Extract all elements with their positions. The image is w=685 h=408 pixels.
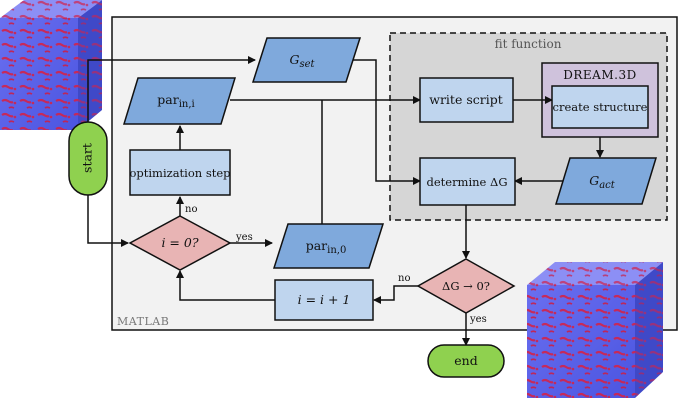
determine-node (419, 157, 516, 206)
decision-dg-node (416, 258, 516, 314)
decision-dg-label: ΔG → 0? (442, 279, 490, 293)
matlab-label: MATLAB (117, 315, 169, 328)
decision-i-node (128, 215, 232, 271)
edge-start-to-gset (87, 56, 256, 122)
edge-label-yes: yes (469, 314, 487, 325)
optimization-step-label: optimization step (129, 166, 230, 180)
g-act-node (554, 157, 658, 205)
edge-start-to-decision-i (87, 195, 129, 247)
par-in-i-label: parin,i (157, 92, 194, 110)
write-script-node (419, 77, 514, 123)
end-label: end (454, 353, 477, 368)
fit-function-label: fit function (495, 37, 562, 51)
edge-increment-to-decision-i (176, 270, 275, 301)
determine-label: determine ΔG (426, 175, 507, 189)
increment-label: i = i + 1 (298, 292, 351, 307)
edge-label-no: no (185, 204, 197, 215)
g-set-node (251, 37, 362, 83)
decision-i-label: i = 0? (161, 235, 198, 250)
edge-decision-dg-to-increment (373, 285, 418, 304)
par-in-0-node (272, 223, 385, 269)
create-structure-label: create structure (553, 100, 648, 114)
edge-label-no: no (398, 273, 410, 284)
edge-label-yes: yes (235, 232, 253, 243)
g-set-label: Gset (289, 52, 315, 70)
edge-gset-to-determine (348, 59, 421, 185)
dream3d-label: DREAM.3D (563, 68, 636, 82)
optimization-step-node (129, 149, 231, 196)
write-script-label: write script (429, 92, 502, 107)
start-node (68, 121, 108, 196)
increment-node (274, 279, 374, 321)
par-in-i-node (122, 77, 237, 125)
par-in-0-label: parin,0 (306, 238, 347, 256)
start-label: start (80, 143, 95, 173)
microstructure-cube-icon (0, 0, 102, 130)
end-node (427, 344, 505, 378)
microstructure-cube-icon (527, 262, 663, 398)
create-structure-node (551, 85, 649, 129)
g-act-label: Gact (589, 173, 616, 191)
